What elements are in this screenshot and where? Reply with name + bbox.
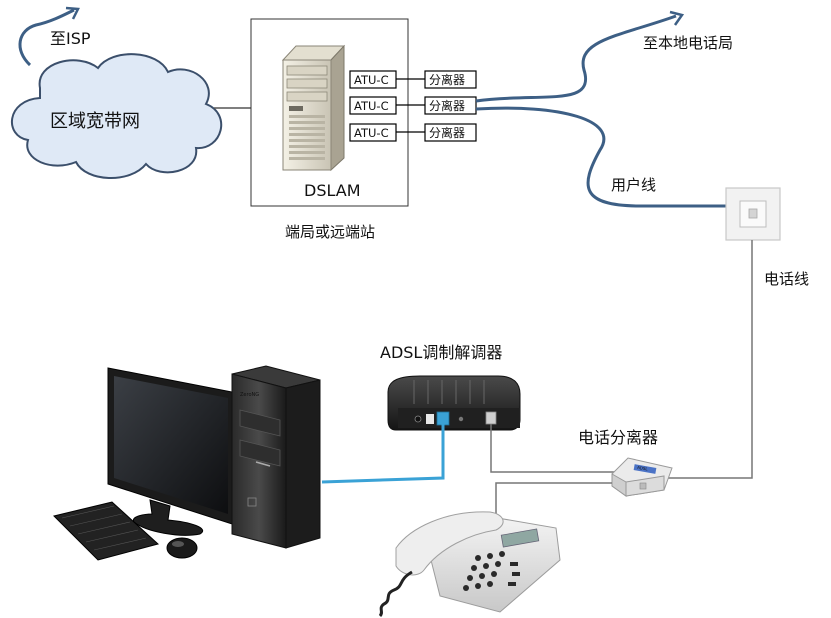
cloud-shape: [11, 53, 223, 179]
adsl-modem-icon: [387, 375, 521, 431]
central-office-label: 端局或远端站: [285, 223, 375, 241]
splitter-box: [424, 70, 477, 89]
modem-to-splitter-wire: [490, 424, 616, 473]
monitor-screen: [114, 376, 228, 514]
port-row-2: ATU-C 分离器: [349, 96, 477, 115]
dslam-label: DSLAM: [304, 181, 361, 200]
to-local-exchange-curve: [475, 14, 677, 103]
regional-network-cloud: 区域宽带网: [11, 53, 223, 179]
splitter-device-text: ADSL: [637, 465, 649, 472]
port-row-3: ATU-C 分离器: [349, 123, 477, 142]
splitter-label: 分离器: [429, 72, 465, 87]
dslam-box: DSLAM: [250, 18, 409, 207]
user-line-curve: [475, 106, 726, 208]
dslam-server-icon: [281, 44, 346, 172]
to-local-exchange-label: 至本地电话局: [643, 34, 733, 52]
splitter-to-phone-wire: [495, 482, 612, 514]
user-line-label: 用户线: [611, 176, 656, 194]
monitor-stand: [132, 499, 203, 536]
splitter-label: 分离器: [429, 125, 465, 140]
keyboard: [53, 501, 160, 561]
isp-curve: [18, 8, 75, 67]
keypad: [463, 551, 520, 591]
phone-line-label: 电话线: [764, 270, 809, 288]
wall-socket-icon: [725, 187, 781, 241]
atu-c-label: ATU-C: [354, 126, 389, 140]
port-row-1: ATU-C 分离器: [349, 70, 477, 89]
socket-to-splitter-wire: [668, 240, 753, 479]
to-isp-link: 至ISP: [18, 6, 91, 67]
mouse: [166, 537, 198, 559]
pc-brand-label: ZeroNG: [240, 392, 259, 398]
to-isp-label: 至ISP: [50, 29, 91, 48]
regional-network-label: 区域宽带网: [50, 111, 140, 132]
adsl-modem-label: ADSL调制解调器: [380, 343, 502, 362]
splitter-box: [424, 123, 477, 142]
telephone-icon: [378, 511, 561, 618]
ethernet-cable: [321, 424, 445, 484]
atu-c-label: ATU-C: [354, 99, 389, 113]
splitter-label: 分离器: [429, 98, 465, 113]
splitter-box: [424, 96, 477, 115]
handset-cord: [378, 570, 413, 618]
isp-arrow-icon: [65, 6, 80, 20]
phone-splitter-icon: ADSL: [611, 457, 673, 497]
atu-c-label: ATU-C: [354, 73, 389, 87]
local-exchange-arrow-icon: [669, 10, 685, 26]
desktop-pc-icon: ZeroNG: [53, 365, 321, 561]
phone-splitter-label: 电话分离器: [578, 428, 658, 447]
